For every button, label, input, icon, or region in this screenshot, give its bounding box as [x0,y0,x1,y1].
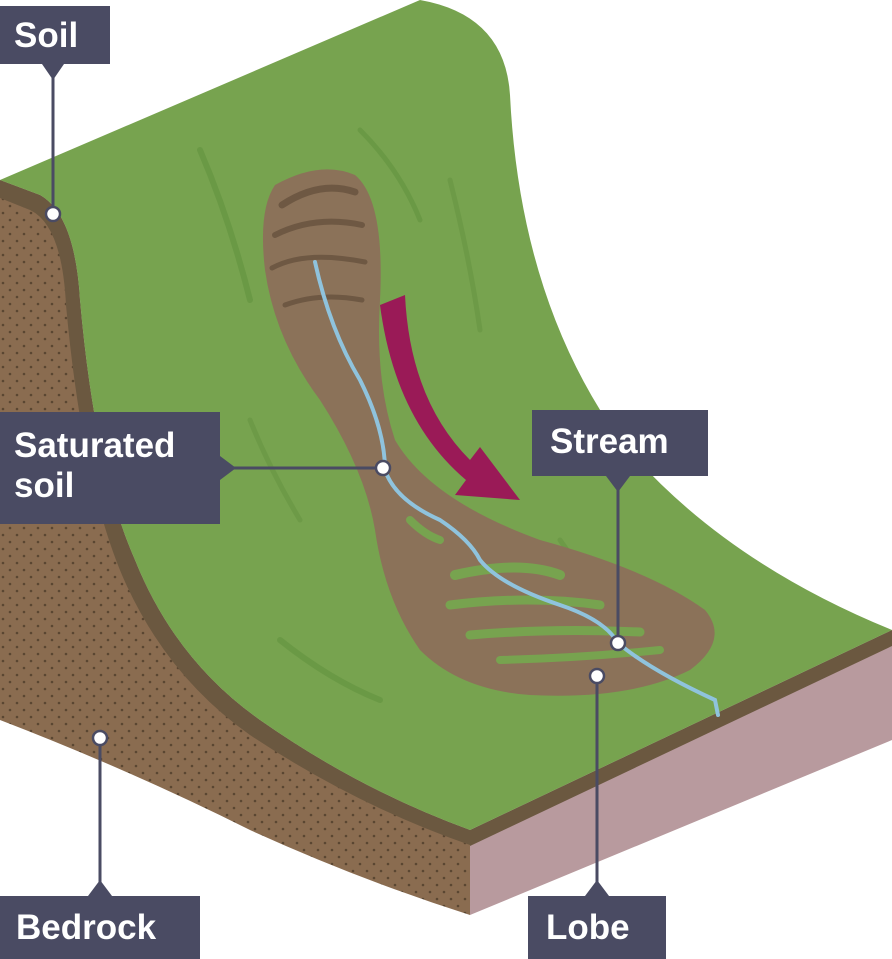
callout-pointers [42,64,630,896]
leader-lines [51,64,620,896]
label-bedrock: Bedrock [0,896,200,959]
label-lobe: Lobe [528,896,666,959]
front-face [470,630,892,915]
scarp-lines [278,184,359,209]
label-saturated-soil: Saturated soil [0,412,220,524]
leader-dots [44,205,627,747]
saturated-soil-marker-dot [374,459,392,477]
stream-marker-dot [609,634,627,652]
label-soil: Soil [0,6,110,64]
front-soil-strip [470,630,892,846]
bedrock-face [0,180,470,915]
lobe-marker-dot [588,667,606,685]
label-stream: Stream [532,410,708,476]
soil-layer [0,180,470,845]
bedrock-marker-dot [91,729,109,747]
grass-texture [197,147,253,303]
lobe-grass-stripes [450,562,565,580]
movement-arrow [380,295,520,500]
mudflow [262,169,715,696]
soil-marker-dot [44,205,62,223]
